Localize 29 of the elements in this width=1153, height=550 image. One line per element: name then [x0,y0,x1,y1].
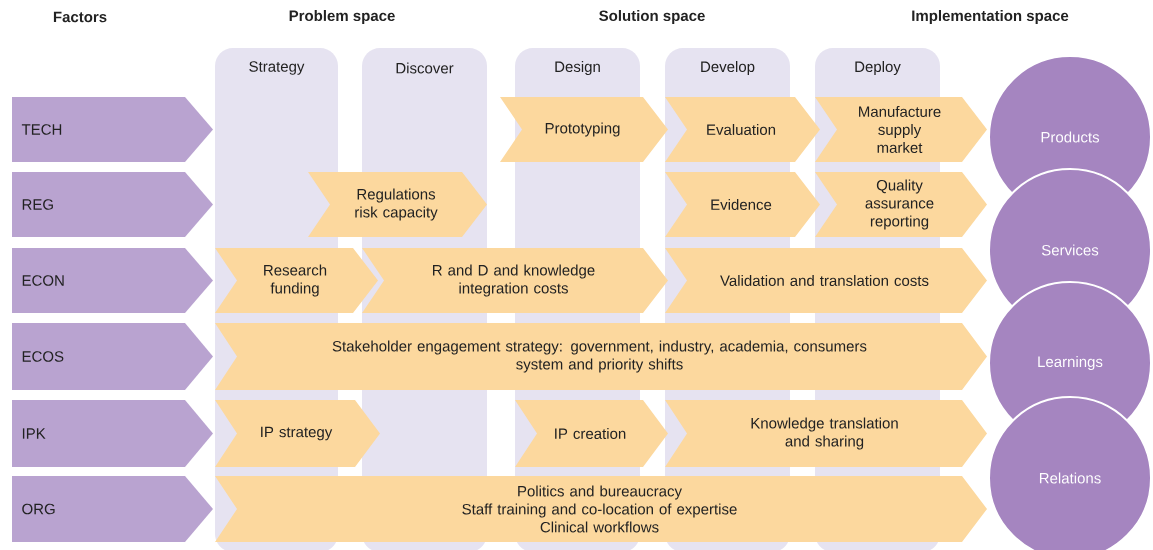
activity-tag: Evidence [665,172,820,237]
activity-tag: Quality assurance reporting [815,172,987,237]
activity-tag: IP creation [515,400,668,467]
node-label: Research funding [264,264,327,297]
activity-tag: R and D and knowledge integration costs [362,248,668,313]
factor-tab: ECOS [12,323,213,390]
factor-tab: IPK [12,400,213,467]
space-heading: Implementation space [912,10,1069,24]
space-heading: Factors [53,11,107,23]
space-heading: Problem space [289,10,395,24]
node-label: Services [1041,244,1099,256]
factor-tab: TECH [12,97,213,162]
activity-tag: Regulations risk capacity [308,172,487,237]
node-label: Learnings [1038,356,1103,370]
activity-tag: Stakeholder engagement strategy: government, industry, academia, consumers system and priority shifts [215,323,987,390]
activity-tag: Prototyping [500,97,668,162]
activity-tag: Evaluation [665,97,820,162]
activity-tag: IP strategy [215,400,380,467]
activity-tag: Validation and translation costs [665,248,987,313]
factor-tab: REG [12,172,213,237]
node-label: Relations [1039,472,1101,484]
space-heading: Solution space [599,10,705,24]
activity-tag: Knowledge translation and sharing [665,400,987,467]
activity-tag: Politics and bureaucracy Staff training and co-location of expertise Clinical workflows [215,476,987,542]
activity-tag: Research funding [215,248,378,313]
factor-tab: ORG [12,476,213,542]
factor-tab: ECON [12,248,213,313]
node-label: Products [1041,131,1100,143]
activity-tag: Manufacture supply market [815,97,987,162]
